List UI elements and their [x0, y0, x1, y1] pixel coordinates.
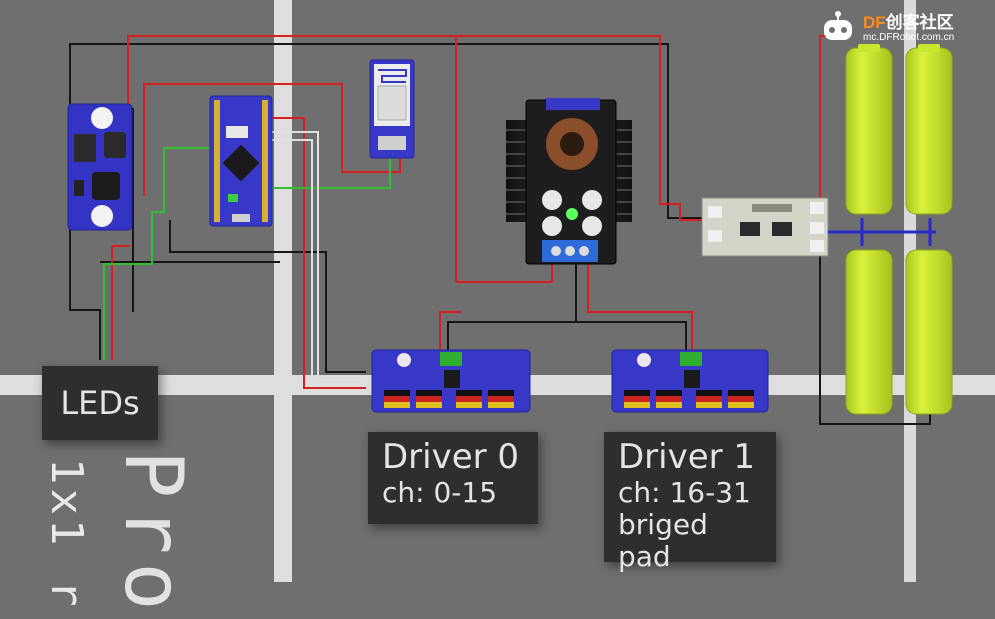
- microcontroller-board: [209, 95, 273, 227]
- buck-converter-left: [67, 103, 133, 231]
- watermark-df: DF: [863, 13, 886, 32]
- battery-cell: [905, 44, 953, 215]
- driver-1-note: briged pad: [618, 508, 708, 574]
- driver-1-channels: ch: 16-31: [618, 476, 751, 510]
- background-large-text: Pro: [107, 450, 200, 619]
- watermark-title: DF创客社区: [863, 8, 954, 33]
- wires-white: [270, 131, 610, 387]
- driver-0-label: Driver 0 ch: 0-15: [368, 432, 538, 524]
- wiring-diagram: [0, 0, 995, 582]
- battery-cell: [845, 44, 893, 215]
- step-down-converter: [506, 98, 632, 265]
- leds-label: LEDs: [42, 366, 158, 440]
- driver-0-channels: ch: 0-15: [382, 476, 498, 510]
- watermark-cn: 创客社区: [885, 13, 954, 32]
- watermark-site: mc.DFRobot.com.cn: [863, 32, 955, 43]
- battery-protection-board: [701, 197, 829, 257]
- battery-cell: [905, 249, 953, 415]
- driver-1-label: Driver 1 ch: 16-31 briged pad: [604, 432, 776, 573]
- leds-label-text: LEDs: [60, 383, 140, 422]
- driver-1-title: Driver 1: [618, 437, 756, 477]
- pwm-driver-0: [371, 349, 531, 413]
- robot-logo-icon: [824, 11, 852, 40]
- wires-green: [103, 147, 391, 360]
- battery-pack: [828, 44, 953, 415]
- bluetooth-module: [369, 59, 415, 159]
- watermark: DF创客社区 mc.DFRobot.com.cn: [819, 4, 979, 48]
- background-small-text: 1x1 r: [41, 458, 92, 611]
- driver-0-title: Driver 0: [382, 437, 520, 477]
- pwm-driver-1: [611, 349, 769, 413]
- battery-cell: [845, 249, 893, 415]
